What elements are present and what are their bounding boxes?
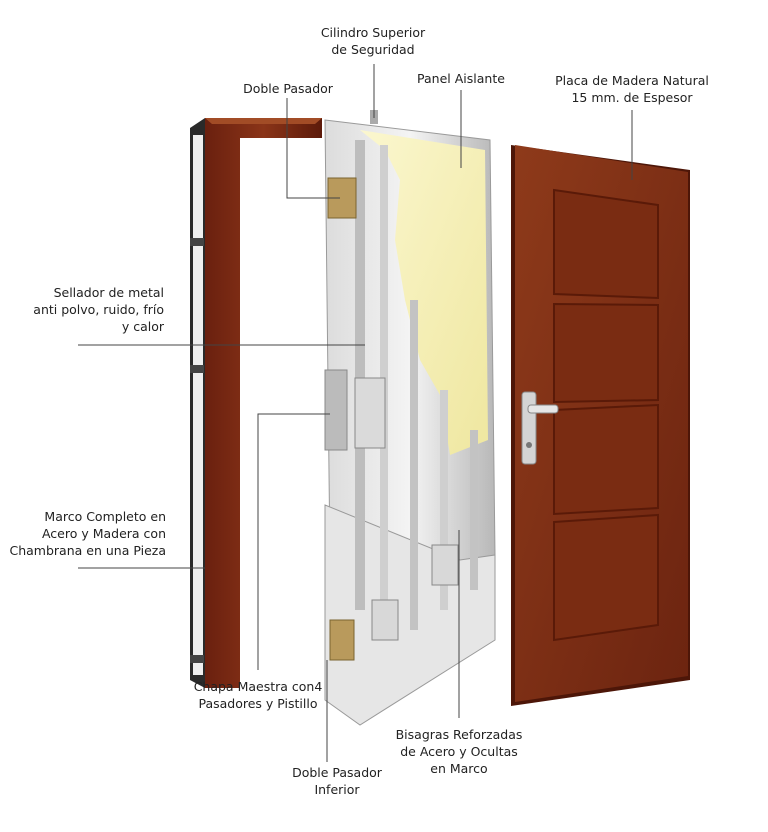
door-frame xyxy=(190,118,322,688)
label-bisagras-reforzadas: Bisagras Reforzadas de Acero y Ocultas e… xyxy=(395,727,523,776)
label-chapa-maestra: Chapa Maestra con4 Pasadores y Pistillo xyxy=(193,679,323,711)
label-placa-madera: Placa de Madera Natural 15 mm. de Espeso… xyxy=(555,73,709,105)
label-marco-completo: Marco Completo en Acero y Madera con Cha… xyxy=(9,509,167,558)
steel-door-body xyxy=(324,110,496,726)
leader-lines xyxy=(78,64,633,762)
leader-doble-pasador xyxy=(286,98,340,199)
label-sellador-metal: Sellador de metal anti polvo, ruido, frí… xyxy=(33,285,164,334)
label-doble-pasador: Doble Pasador xyxy=(243,81,333,96)
label-doble-pasador-inferior: Doble Pasador Inferior xyxy=(292,765,382,797)
label-cilindro-superior: Cilindro Superior de Seguridad xyxy=(320,25,426,57)
leader-chapa xyxy=(257,413,330,670)
label-panel-aislante: Panel Aislante xyxy=(417,71,505,86)
wood-door-panel xyxy=(511,145,690,706)
